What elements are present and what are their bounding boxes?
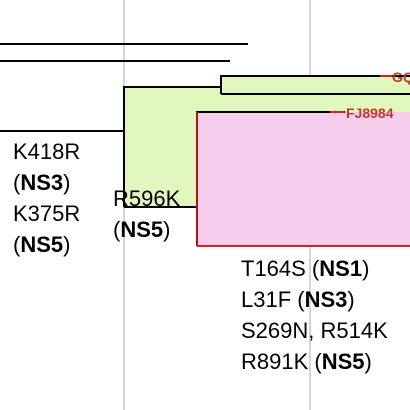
mutation-annotation-middle: R596K (NS5) (113, 183, 180, 245)
mutation-line: (NS5) (13, 232, 71, 257)
branch (220, 75, 410, 94)
mutation-line: R891K (NS5) (241, 349, 372, 374)
leaf-label: FJ8984 (346, 105, 394, 121)
mutation-line: (NS3) (13, 170, 71, 195)
pink-clade-box (197, 112, 410, 246)
branch (123, 86, 221, 207)
mutation-line: K418R (13, 139, 81, 164)
mutation-line: K375R (13, 201, 81, 226)
mutation-annotation-left: K418R (NS3) K375R (NS5) (13, 136, 80, 260)
leaf-label: GQ (392, 69, 410, 85)
mutation-line: T164S (NS1) (241, 256, 370, 281)
mutation-line: L31F (NS3) (241, 287, 355, 312)
mutation-line: S269N, R514K (241, 318, 388, 343)
mutation-line: R596K (113, 186, 181, 211)
green-clade-upper-box (221, 76, 410, 94)
mutation-line: (NS5) (113, 217, 171, 242)
mutation-annotation-right: T164S (NS1) L31F (NS3) S269N, R514K R891… (241, 253, 388, 377)
